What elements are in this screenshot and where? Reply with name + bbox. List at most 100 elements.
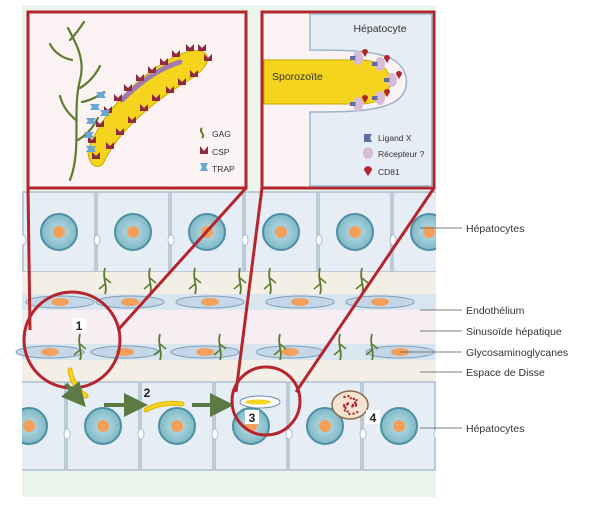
cd81 — [362, 95, 368, 103]
csp-protein — [124, 84, 132, 91]
hepatocyte-row-bottom — [22, 381, 436, 471]
legend-trap: TRAP — [212, 164, 235, 174]
gag-strand — [268, 267, 272, 295]
bottom-hepatocyte-junction — [63, 428, 71, 440]
step-badge-1: 1 — [72, 318, 86, 333]
gag-branch — [269, 277, 277, 284]
gag-branch — [319, 277, 327, 284]
gag-branch — [219, 343, 227, 350]
endothelial-nucleus — [116, 348, 134, 356]
hepatocyte-membrane — [309, 13, 433, 187]
bottom-hepatocyte-nucleolus — [319, 420, 331, 432]
label-disse-space: Espace de Disse — [466, 367, 545, 379]
hepatocyte-row-top — [0, 191, 436, 273]
top-hepatocyte-nucleolus — [53, 226, 65, 238]
gag-strand — [338, 333, 342, 361]
trap-protein — [86, 118, 96, 124]
bottom-hepatocyte-nucleolus — [97, 420, 109, 432]
gag-branch — [233, 283, 241, 290]
merozoite — [352, 412, 355, 415]
endothelial-nucleus — [281, 348, 299, 356]
gag-strand — [318, 267, 322, 295]
ligand — [372, 96, 378, 100]
csp-legend-icon — [200, 146, 208, 154]
endothelial-nucleus — [51, 298, 69, 306]
disse-space-upper — [22, 272, 436, 294]
gag-strand — [218, 333, 222, 361]
gag-branch — [355, 283, 363, 290]
receptor — [353, 51, 363, 65]
endothelial-nucleus — [371, 298, 389, 306]
cd81-legend-icon — [364, 166, 372, 176]
merozoite — [355, 399, 358, 402]
step-badge-2: 2 — [144, 386, 151, 400]
merozoite — [343, 395, 346, 399]
top-hepatocyte-nucleus — [0, 214, 3, 250]
gag-branch — [194, 277, 202, 284]
gag-branch — [339, 343, 347, 350]
csp-protein — [114, 94, 122, 101]
step-number-1: 1 — [76, 319, 83, 333]
sporozoite-step2-body — [144, 401, 184, 412]
merozoite — [349, 397, 352, 400]
gag-branch — [371, 343, 379, 350]
bottom-hepatocyte-junction — [359, 428, 367, 440]
csp-protein — [92, 152, 100, 159]
csp-protein — [172, 50, 180, 57]
trap-protein — [100, 110, 110, 116]
endothelial-nucleus — [121, 298, 139, 306]
sporozoite-label: Sporozoïte — [272, 71, 323, 83]
bottom-hepatocyte-junction — [285, 428, 293, 440]
merozoite — [346, 402, 350, 405]
step-badge-3: 3 — [245, 410, 259, 425]
merozoite — [346, 410, 349, 413]
top-hepatocyte-junction — [389, 234, 397, 246]
receptor — [387, 73, 397, 87]
endothelial-nucleus — [196, 348, 214, 356]
inset-left-legend: GAG CSP TRAP — [199, 127, 235, 174]
sinusoid-lumen — [22, 310, 436, 344]
bottom-hepatocyte-nucleolus — [393, 420, 405, 432]
gag-branch — [143, 283, 151, 290]
merozoite — [343, 409, 347, 412]
gag-strand — [238, 267, 242, 295]
csp-protein — [160, 58, 168, 65]
top-hepatocyte-junction — [167, 234, 175, 246]
side-labels: Hépatocytes Endothélium Sinusoïde hépati… — [400, 223, 568, 435]
legend-cd81: CD81 — [378, 167, 400, 177]
step3-highlight-circle — [230, 365, 302, 437]
trap-proteins — [84, 92, 110, 152]
merozoite — [352, 397, 356, 401]
gag-branch — [273, 349, 281, 356]
trap-protein — [96, 92, 106, 98]
gag-branch — [79, 343, 87, 350]
csp-protein — [152, 94, 160, 101]
gag-branch — [361, 277, 369, 284]
bottom-hepatocyte-nucleolus — [23, 420, 35, 432]
gag-branch — [188, 283, 196, 290]
gag-branch — [104, 277, 112, 284]
merozoite — [351, 405, 354, 408]
top-hepatocyte-junction — [241, 234, 249, 246]
csp-protein — [178, 78, 186, 85]
schizont-merozoites — [342, 394, 359, 416]
legend-gag: GAG — [212, 129, 231, 139]
top-hepatocyte-nucleolus — [275, 226, 287, 238]
csp-protein — [88, 136, 96, 143]
label-glycosaminoglycans: Glycosaminoglycanes — [466, 347, 568, 359]
bottom-hepatocyte-nucleolus — [171, 420, 183, 432]
gag-branch — [333, 349, 341, 356]
csp-protein — [166, 86, 174, 93]
csp-protein — [186, 44, 194, 51]
gag-branch — [239, 277, 247, 284]
disse-space-lower — [22, 360, 436, 382]
ligand — [350, 56, 356, 60]
ligand — [350, 102, 356, 106]
top-hepatocyte-nucleolus — [127, 226, 139, 238]
gag-branch — [213, 349, 221, 356]
gag-strand — [158, 333, 162, 361]
gag-branch — [149, 277, 157, 284]
csp-protein — [198, 44, 206, 51]
